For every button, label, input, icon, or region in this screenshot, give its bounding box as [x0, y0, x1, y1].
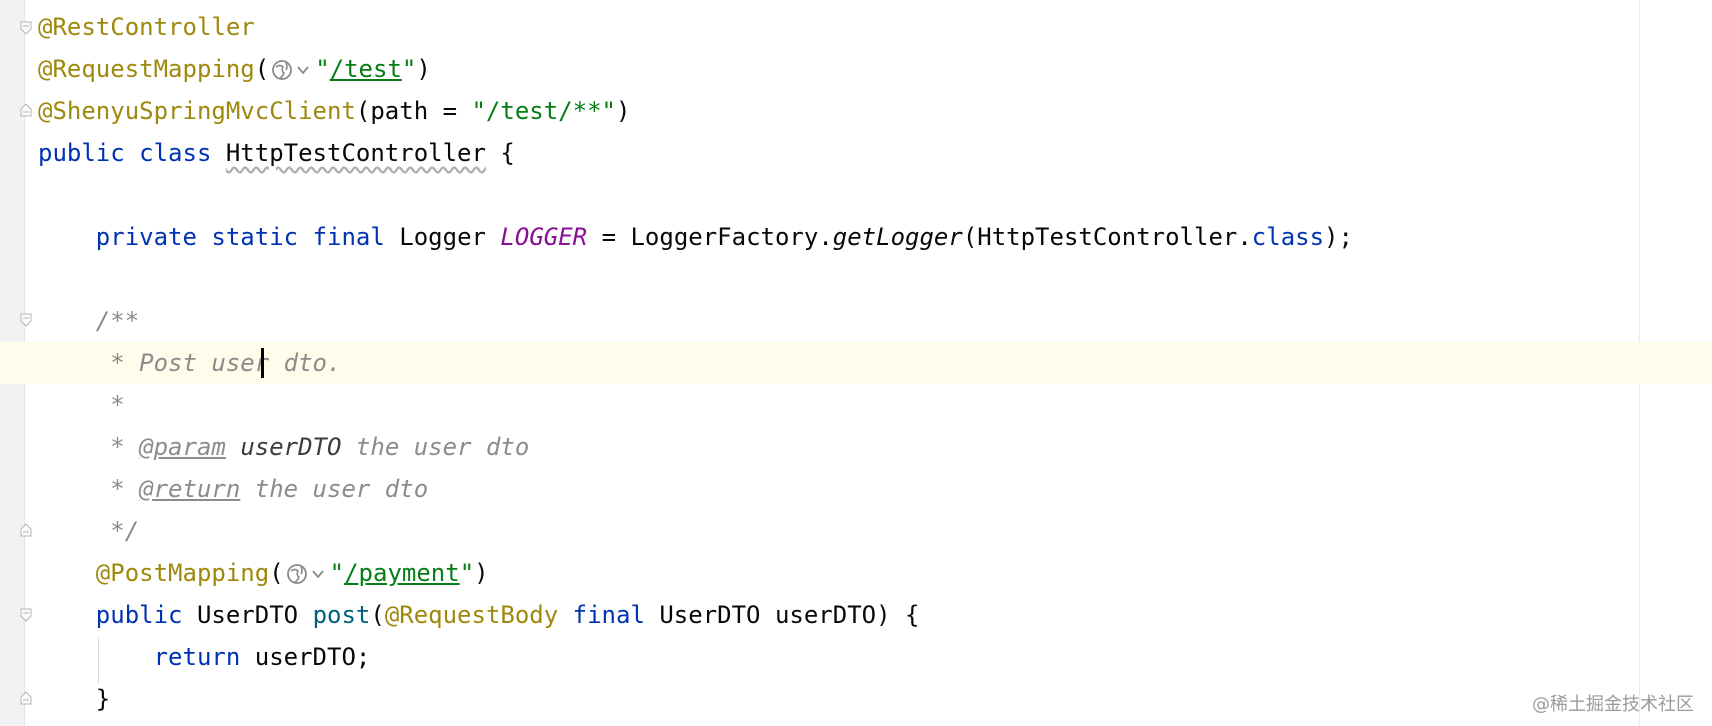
keyword: public: [38, 139, 125, 167]
paren: ): [416, 55, 431, 83]
code-line-16[interactable]: return userDTO;: [38, 636, 371, 678]
watermark: @稀土掘金技术社区: [1532, 694, 1694, 715]
fold-toggle-icon[interactable]: [18, 312, 34, 328]
javadoc-param-name: userDTO: [240, 433, 342, 461]
keyword: final: [312, 223, 385, 251]
fold-toggle-icon[interactable]: [18, 20, 34, 36]
doc-comment: */: [95, 517, 140, 545]
doc-comment: * Post user dto.: [95, 349, 342, 377]
quote: ": [401, 55, 417, 83]
code-text: );: [1324, 223, 1353, 251]
code-text: ): [615, 97, 631, 125]
annotation: @RestController: [38, 13, 255, 41]
doc-comment: the user dto: [341, 433, 530, 461]
code-line-15[interactable]: public UserDTO post(@RequestBody final U…: [38, 594, 920, 636]
code-line-17[interactable]: }: [38, 678, 110, 720]
keyword: private: [95, 223, 197, 251]
indent-guide: [98, 638, 99, 684]
code-line-10[interactable]: *: [38, 384, 125, 426]
keyword: static: [211, 223, 299, 251]
doc-comment: *: [95, 391, 125, 419]
doc-comment: the user dto: [240, 475, 429, 503]
fold-end-icon[interactable]: [18, 522, 34, 538]
code-line-9[interactable]: * Post user dto.: [38, 342, 341, 384]
paren: (: [370, 601, 385, 629]
doc-comment: *: [95, 475, 140, 503]
code-line-14[interactable]: @PostMapping( "/payment"): [38, 552, 489, 594]
doc-comment: *: [95, 433, 140, 461]
fold-end-icon[interactable]: [18, 102, 34, 118]
string-literal: "/test/**": [471, 97, 616, 125]
method-name: post: [312, 601, 371, 629]
code-line-8[interactable]: /**: [38, 300, 139, 342]
annotation: @PostMapping: [95, 559, 270, 587]
code-line-11[interactable]: * @param userDTO the user dto: [38, 426, 529, 468]
keyword: public: [95, 601, 183, 629]
code-line-1[interactable]: @RestController: [38, 6, 255, 48]
quote: ": [315, 55, 330, 83]
web-endpoint-globe-icon[interactable]: [286, 562, 328, 586]
code-text: = LoggerFactory.: [587, 223, 833, 251]
quote: ": [329, 559, 345, 587]
current-line-highlight: [0, 342, 1712, 384]
brace: {: [485, 139, 515, 167]
method-call: getLogger: [832, 223, 963, 251]
type-name: Logger: [399, 223, 486, 251]
url-link[interactable]: /test: [329, 55, 402, 83]
keyword: class: [1251, 223, 1325, 251]
code-line-6[interactable]: private static final Logger LOGGER = Log…: [38, 216, 1353, 258]
paren: (: [269, 559, 284, 587]
annotation: @RequestMapping: [38, 55, 255, 83]
code-line-13[interactable]: */: [38, 510, 139, 552]
web-endpoint-globe-icon[interactable]: [271, 58, 313, 82]
code-line-3[interactable]: @ShenyuSpringMvcClient(path = "/test/**"…: [38, 90, 630, 132]
brace: }: [95, 685, 111, 713]
constant: LOGGER: [500, 223, 588, 251]
doc-comment: /**: [95, 307, 140, 335]
code-text: userDTO;: [240, 643, 371, 671]
code-text: (HttpTestController.: [962, 223, 1252, 251]
annotation: @RequestBody: [384, 601, 559, 629]
keyword: final: [572, 601, 645, 629]
text-caret: [261, 348, 264, 378]
annotation: @ShenyuSpringMvcClient: [38, 97, 356, 125]
keyword: return: [153, 643, 241, 671]
code-line-4[interactable]: public class HttpTestController {: [38, 132, 515, 174]
javadoc-tag: @return: [139, 475, 241, 503]
type-name: UserDTO: [196, 601, 299, 629]
doc-comment: [226, 433, 240, 461]
code-text: (path =: [355, 97, 472, 125]
keyword: class: [139, 139, 212, 167]
code-line-2[interactable]: @RequestMapping( "/test"): [38, 48, 431, 90]
code-text: UserDTO userDTO) {: [644, 601, 920, 629]
paren: (: [254, 55, 270, 83]
url-link[interactable]: /payment: [344, 559, 460, 587]
code-line-12[interactable]: * @return the user dto: [38, 468, 428, 510]
quote: ": [459, 559, 475, 587]
fold-toggle-icon[interactable]: [18, 607, 34, 623]
fold-end-icon[interactable]: [18, 690, 34, 706]
class-name[interactable]: HttpTestController: [225, 139, 486, 167]
paren: ): [474, 559, 489, 587]
javadoc-tag: @param: [139, 433, 226, 461]
